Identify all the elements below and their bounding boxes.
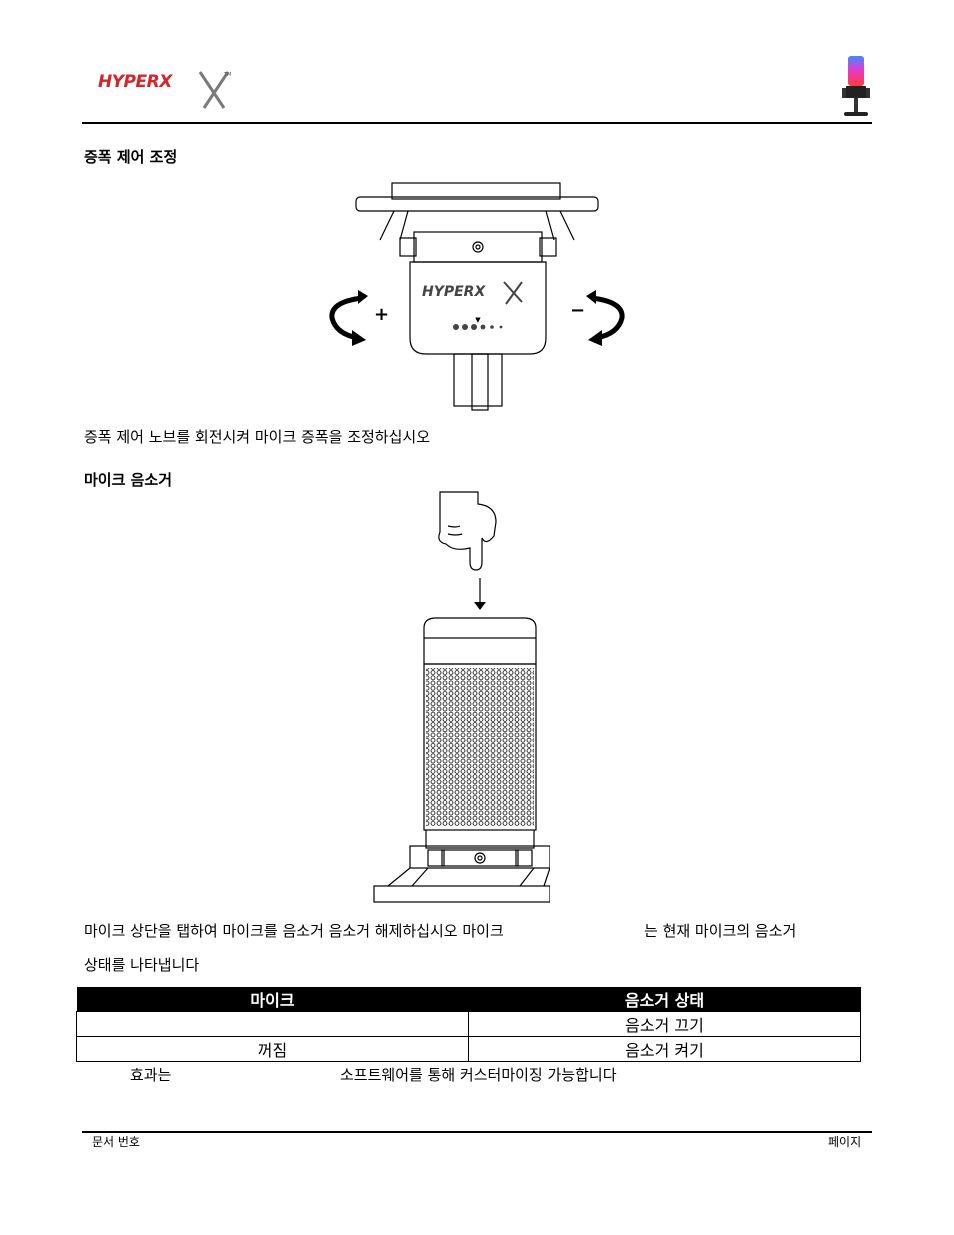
table-row: 꺼짐 음소거 켜기 [76,1036,861,1062]
note-part1: 효과는 [130,1066,172,1084]
mute-instruction-part1: 마이크 상단을 탭하여 마이크를 음소거 음소거 해제하십시오 마이크 [84,922,504,940]
svg-text:HYPERX: HYPERX [422,284,486,300]
hyperx-logo-text: HYPERX [98,72,173,92]
table-header-mute-status: 음소거 상태 [468,987,861,1012]
hyperx-logo: HYPERX TM [98,71,231,109]
svg-text:TM: TM [223,72,231,78]
table-cell: 음소거 켜기 [468,1036,861,1062]
gain-plus-label: + [374,304,389,325]
gain-section-title: 증폭 제어 조정 [84,148,178,166]
mute-instruction-line2: 상태를 나타냅니다 [84,956,200,974]
table-row: 음소거 끄기 [76,1011,861,1037]
gain-instruction: 증폭 제어 노브를 회전시켜 마이크 증폭을 조정하십시오 [84,428,431,446]
table-header-row: 마이크 음소거 상태 [76,987,861,1012]
table-cell: 음소거 끄기 [468,1011,861,1037]
footer-divider [82,1131,872,1133]
mute-section-title: 마이크 음소거 [84,471,173,489]
note-part2: 소프트웨어를 통해 커스터마이징 가능합니다 [340,1066,617,1084]
gain-minus-label: − [570,300,585,321]
gain-knob-illustration: HYPERX ▼ + − [329,182,625,411]
footer-document-number: 문서 번호 [92,1135,140,1149]
header-divider [82,122,872,124]
table-cell: 꺼짐 [76,1036,469,1062]
tap-to-mute-illustration [373,491,550,903]
mute-instruction-part2: 는 현재 마이크의 음소거 [644,922,797,940]
microphone-product-icon [842,56,870,116]
footer-page: 페이지 [828,1135,862,1149]
svg-text:▼: ▼ [475,316,481,324]
table-cell [76,1011,469,1037]
mute-status-table: 마이크 음소거 상태 음소거 끄기 꺼짐 음소거 켜기 [76,987,861,1062]
table-header-mic: 마이크 [76,987,469,1012]
